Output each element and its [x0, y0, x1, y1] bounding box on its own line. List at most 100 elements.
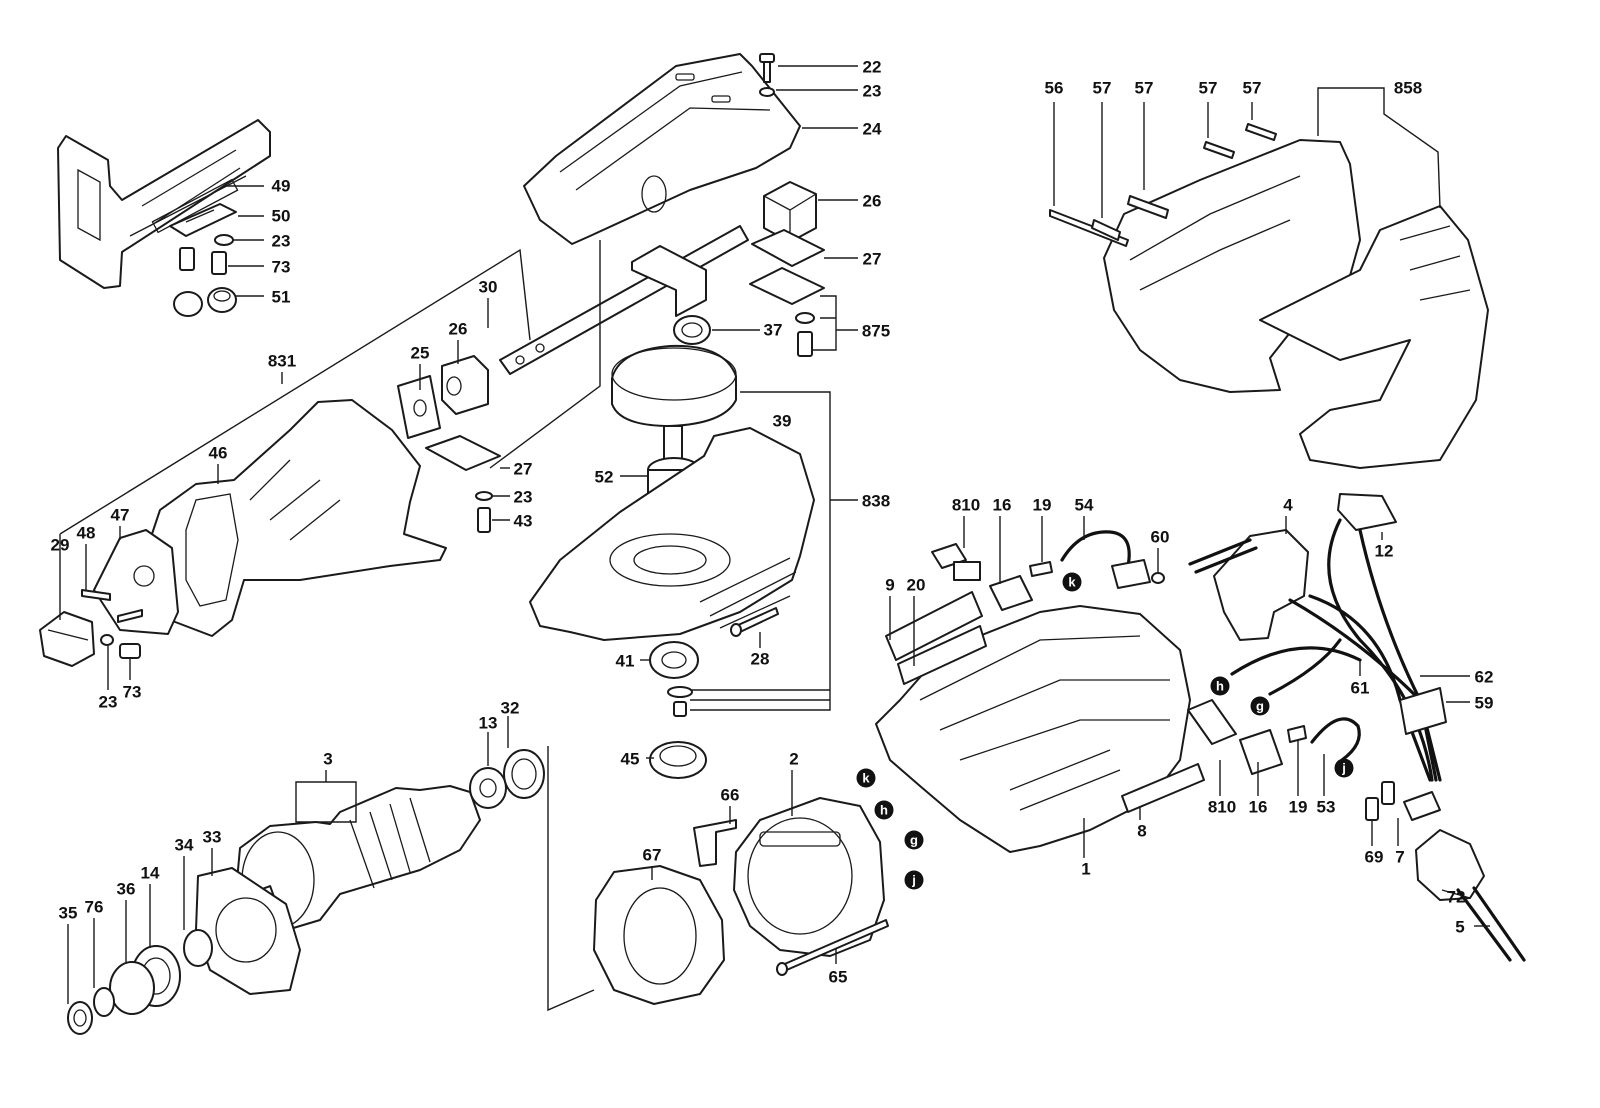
- part-73-screw-b: [119, 643, 141, 659]
- part-47-front-plate: [93, 529, 179, 635]
- callout-875: 875: [861, 321, 891, 341]
- part-46-rubber-boot: [149, 399, 447, 637]
- callout-57: 57: [1134, 78, 1154, 98]
- callout-12: 12: [1374, 541, 1394, 561]
- callout-1: 1: [1081, 859, 1091, 879]
- connection-marker-h: h: [874, 800, 894, 820]
- connection-marker-h: h: [1210, 676, 1230, 696]
- callout-23: 23: [98, 692, 118, 712]
- callout-48: 48: [76, 523, 96, 543]
- callout-23: 23: [862, 81, 882, 101]
- part-54-wire-lead: [1060, 530, 1131, 568]
- callout-4: 4: [1283, 495, 1293, 515]
- callout-57: 57: [1242, 78, 1262, 98]
- part-27-plate-a: [751, 229, 825, 267]
- part-50-plate: [169, 203, 237, 237]
- callout-57: 57: [1092, 78, 1112, 98]
- part-24-housing-cover: [523, 53, 801, 245]
- part-22-screw: [759, 53, 775, 83]
- callout-37: 37: [763, 320, 783, 340]
- callout-810: 810: [1207, 797, 1237, 817]
- part-23-washer-c: [475, 491, 493, 501]
- callout-9: 9: [885, 575, 895, 595]
- callout-28: 28: [750, 649, 770, 669]
- callout-50: 50: [271, 206, 291, 226]
- callout-25: 25: [410, 343, 430, 363]
- callout-30: 30: [478, 277, 498, 297]
- callout-53: 53: [1316, 797, 1336, 817]
- callout-52: 52: [594, 467, 614, 487]
- callout-33: 33: [202, 827, 222, 847]
- part-41-bearing: [649, 641, 699, 679]
- part-76-snap-ring: [93, 987, 115, 1017]
- callout-3: 3: [323, 749, 333, 769]
- callout-60: 60: [1150, 527, 1170, 547]
- callout-831: 831: [267, 351, 297, 371]
- part-16-brush-holder-b: [1239, 729, 1283, 775]
- part-16-brush-holder-a: [989, 575, 1033, 611]
- callout-13: 13: [478, 713, 498, 733]
- callout-62: 62: [1474, 667, 1494, 687]
- callout-23: 23: [271, 231, 291, 251]
- callout-16: 16: [992, 495, 1012, 515]
- connection-marker-g: g: [904, 830, 924, 850]
- callout-47: 47: [110, 505, 130, 525]
- callout-2: 2: [789, 749, 799, 769]
- part-7-69-strain-relief: [1365, 781, 1441, 821]
- part-875-plate-screw-set: [749, 267, 825, 357]
- part-1-motor-housing: [875, 605, 1191, 853]
- callout-22: 22: [862, 57, 882, 77]
- part-26-slide-block-b: [441, 355, 489, 415]
- callout-41: 41: [615, 651, 635, 671]
- callout-51: 51: [271, 287, 291, 307]
- callout-23: 23: [513, 487, 533, 507]
- connection-marker-j: j: [1334, 758, 1354, 778]
- part-28-screw: [730, 607, 779, 637]
- callout-32: 32: [500, 698, 520, 718]
- part-32-bearing-cup: [503, 749, 545, 799]
- part-39-gear-housing: [529, 427, 815, 641]
- callout-36: 36: [116, 879, 136, 899]
- part-9-insulation-strip: [885, 591, 983, 661]
- callout-67: 67: [642, 845, 662, 865]
- callout-858: 858: [1393, 78, 1423, 98]
- part-19-terminal-b: [1287, 725, 1307, 743]
- callout-46: 46: [208, 443, 228, 463]
- part-72-cable-sleeve: [1415, 829, 1485, 901]
- part-34-washer: [183, 929, 213, 967]
- part-23-washer-d: [100, 634, 114, 646]
- part-36-ring: [109, 961, 155, 1015]
- callout-54: 54: [1074, 495, 1094, 515]
- part-13-bearing: [469, 767, 507, 809]
- connection-marker-k: k: [856, 768, 876, 788]
- part-29-blade-clamp: [39, 611, 95, 667]
- callout-838: 838: [861, 491, 891, 511]
- part-19-terminal-a: [1029, 561, 1053, 577]
- callout-39: 39: [772, 411, 792, 431]
- part-53-wire-lead: [1310, 717, 1361, 762]
- part-2-stator: [733, 797, 885, 957]
- part-27-plate-b: [425, 435, 501, 471]
- callout-20: 20: [906, 575, 926, 595]
- callout-43: 43: [513, 511, 533, 531]
- part-30-plunger-rod: [499, 225, 749, 375]
- part-67-fan-guide: [593, 865, 725, 1005]
- callout-8: 8: [1137, 821, 1147, 841]
- part-35-washer: [67, 1001, 93, 1035]
- part-5-power-cord: [1456, 886, 1526, 962]
- callout-27: 27: [862, 249, 882, 269]
- callout-16: 16: [1248, 797, 1268, 817]
- callout-57: 57: [1198, 78, 1218, 98]
- part-43-screw: [477, 507, 491, 533]
- callout-29: 29: [50, 535, 70, 555]
- part-20-insulation-strip: [897, 625, 987, 685]
- part-49-shoe-bracket: [57, 119, 271, 289]
- callout-810: 810: [951, 495, 981, 515]
- callout-26: 26: [448, 319, 468, 339]
- callout-35: 35: [58, 903, 78, 923]
- callout-49: 49: [271, 176, 291, 196]
- callout-24: 24: [862, 119, 882, 139]
- callout-19: 19: [1288, 797, 1308, 817]
- callout-61: 61: [1350, 678, 1370, 698]
- callout-19: 19: [1032, 495, 1052, 515]
